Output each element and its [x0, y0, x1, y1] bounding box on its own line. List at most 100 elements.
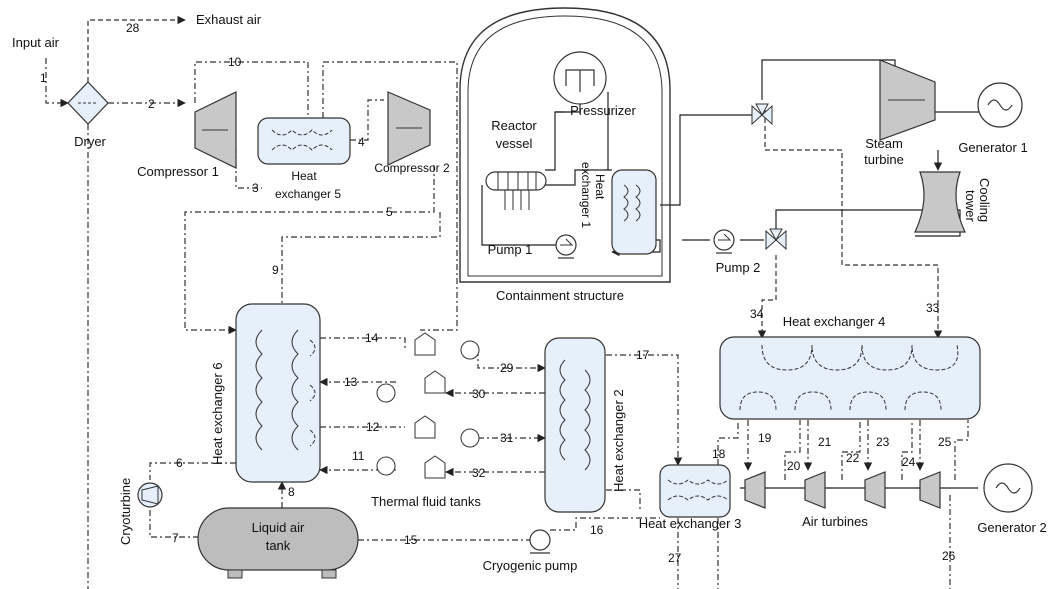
stream-label: 27 — [668, 551, 682, 565]
sine-icon — [995, 482, 1021, 494]
thermal-tanks-label: Thermal fluid tanks — [371, 494, 481, 509]
dryer: Dryer — [67, 81, 109, 149]
stream-label: 21 — [818, 435, 832, 449]
heat-exchanger-5: Heat exchanger 5 — [257, 117, 351, 201]
stream-label: 29 — [500, 361, 514, 375]
stream-label: 25 — [938, 435, 952, 449]
pressurizer: Pressurizer — [553, 51, 637, 118]
air-turbines: Air turbines — [744, 471, 941, 529]
air-turbine-1 — [744, 471, 766, 509]
air-turbine-2 — [804, 471, 826, 509]
generator2-label: Generator 2 — [977, 520, 1046, 535]
air-flow-lines — [45, 15, 969, 589]
stream-label: 32 — [472, 466, 486, 480]
hx5-label-1: Heat — [291, 169, 317, 183]
hx1-label-1: Heat — [593, 174, 607, 200]
pump2-label: Pump 2 — [716, 260, 761, 275]
cryoturbine-label: Cryoturbine — [118, 478, 133, 545]
generator-2: Generator 2 — [977, 463, 1047, 535]
stream-numbers: 1 2 3 4 5 6 7 8 9 10 11 12 13 14 15 16 1… — [40, 21, 956, 565]
stream-label: 31 — [500, 431, 514, 445]
heat-exchanger-3: Heat exchanger 3 — [639, 464, 742, 531]
stream-label: 11 — [352, 449, 365, 463]
stream-label: 9 — [272, 263, 279, 277]
hx5-label-2: exchanger 5 — [275, 187, 341, 201]
tank-label-1: Liquid air — [252, 520, 305, 535]
stream-label: 17 — [636, 348, 650, 362]
cryoturbine: Cryoturbine — [118, 478, 163, 545]
stream-label: 26 — [942, 549, 956, 563]
tank-label-2: tank — [266, 538, 291, 553]
cooling-label-2: tower — [963, 190, 978, 222]
stream-label: 4 — [358, 135, 365, 149]
stream-label: 10 — [228, 55, 242, 69]
heat-exchanger-4: Heat exchanger 4 — [719, 314, 981, 420]
input-air-label: Input air — [12, 35, 60, 50]
stream-label: 5 — [386, 205, 393, 219]
stream-label: 33 — [926, 301, 940, 315]
stream-label: 20 — [787, 459, 801, 473]
heat-exchanger-6: Heat exchanger 6 — [210, 303, 321, 483]
stream-label: 19 — [758, 431, 772, 445]
cryogenic-pump: Cryogenic pump — [483, 529, 578, 573]
hx1-label-2: exchanger 1 — [579, 162, 593, 228]
stream-label: 18 — [712, 447, 726, 461]
stream-label: 22 — [846, 451, 860, 465]
reactor-vessel: Reactor vessel — [485, 118, 547, 210]
stream-label: 6 — [176, 456, 183, 470]
stream-label: 15 — [404, 533, 418, 547]
three-way-valve-top — [751, 103, 773, 126]
hx2-label: Heat exchanger 2 — [611, 389, 626, 492]
steam-turbine-label-1: Steam — [865, 136, 903, 151]
reactor-label-2: vessel — [496, 136, 533, 151]
heat-exchanger-1: Heat exchanger 1 — [579, 162, 657, 255]
pump1-label: Pump 1 — [488, 242, 533, 257]
exhaust-air-label: Exhaust air — [196, 12, 262, 27]
dryer-label: Dryer — [74, 134, 106, 149]
stream-label: 14 — [365, 331, 379, 345]
steam-turbine-label-2: turbine — [864, 152, 904, 167]
hx3-label: Heat exchanger 3 — [639, 516, 742, 531]
compressor-1: Compressor 1 — [137, 91, 237, 179]
pump-2: Pump 2 — [713, 229, 761, 275]
cryo-pump-label: Cryogenic pump — [483, 558, 578, 573]
stream-label: 23 — [876, 435, 890, 449]
stream-label: 28 — [126, 21, 140, 35]
heat-exchanger-2: Heat exchanger 2 — [544, 337, 626, 513]
sine-icon — [987, 99, 1013, 111]
stream-label: 16 — [590, 523, 604, 537]
stream-label: 30 — [472, 387, 486, 401]
compressor2-label: Compressor 2 — [374, 161, 450, 175]
cooling-label-1: Cooling — [977, 178, 992, 222]
pressurizer-label: Pressurizer — [570, 103, 636, 118]
stream-label: 12 — [366, 420, 380, 434]
air-turbine-3 — [864, 471, 886, 509]
stream-label: 1 — [40, 71, 47, 85]
pump-1: Pump 1 — [488, 234, 577, 259]
compressor1-label: Compressor 1 — [137, 164, 219, 179]
liquid-air-tank: Liquid air tank — [197, 507, 359, 579]
hx6-label: Heat exchanger 6 — [210, 362, 225, 465]
stream-label: 8 — [288, 485, 295, 499]
stream-label: 13 — [344, 375, 358, 389]
cooling-tower: Cooling tower — [914, 171, 992, 233]
three-way-valve-bottom — [765, 228, 787, 251]
reactor-label-1: Reactor — [491, 118, 537, 133]
tank-pumps — [376, 340, 480, 476]
containment-label: Containment structure — [496, 288, 624, 303]
air-turbine-4 — [919, 471, 941, 509]
stream-label: 7 — [172, 531, 179, 545]
containment-structure: Containment structure — [459, 7, 671, 303]
stream-label: 3 — [252, 181, 259, 195]
air-turbines-label: Air turbines — [802, 514, 868, 529]
generator-1: Generator 1 — [958, 82, 1028, 155]
stream-label: 24 — [902, 455, 916, 469]
generator1-label: Generator 1 — [958, 140, 1027, 155]
stream-label: 34 — [750, 307, 764, 321]
stream-label: 2 — [148, 97, 155, 111]
steam-turbine: Steam turbine — [864, 59, 936, 167]
thermal-fluid-tanks: Thermal fluid tanks — [371, 332, 481, 509]
hx4-label: Heat exchanger 4 — [783, 314, 886, 329]
compressor-2: Compressor 2 — [374, 91, 450, 175]
